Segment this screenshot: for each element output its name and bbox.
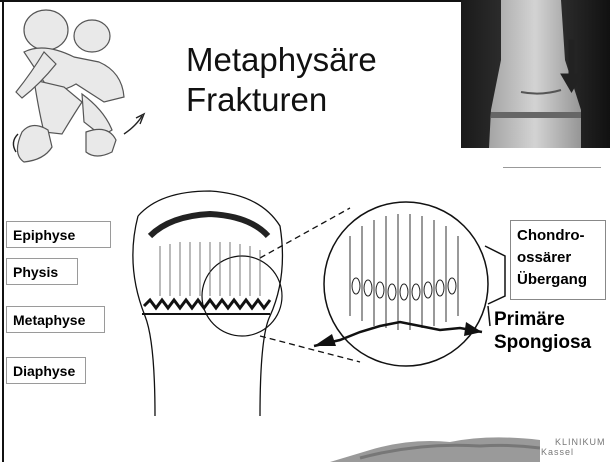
label-diaphyse: Diaphyse: [6, 357, 86, 384]
spong-line-2: Spongiosa: [494, 331, 591, 354]
logo-line-1: KLINIKUM: [541, 437, 607, 447]
title-line-1: Metaphysäre: [186, 40, 377, 80]
xray-image: [461, 0, 610, 148]
label-metaphyse: Metaphyse: [6, 306, 105, 333]
slide-title: Metaphysäre Frakturen: [186, 40, 377, 120]
label-physis: Physis: [6, 258, 78, 285]
child-illustration: [4, 2, 154, 172]
label-primaere-spongiosa: Primäre Spongiosa: [492, 306, 593, 356]
spong-line-1: Primäre: [494, 308, 591, 331]
footer-brush-decoration: [330, 420, 540, 462]
label-epiphyse: Epiphyse: [6, 221, 111, 248]
klinikum-kassel-logo: KLINIKUM Kassel: [541, 437, 607, 461]
chondro-line-1: Chondro-: [517, 225, 599, 247]
chondro-line-3: Übergang: [517, 269, 599, 291]
chondro-line-2: ossärer: [517, 247, 599, 269]
bone-diagram: [110, 176, 520, 416]
label-chondro-ossaerer-uebergang: Chondro- ossärer Übergang: [510, 220, 606, 300]
title-line-2: Frakturen: [186, 80, 377, 120]
logo-line-2: Kassel: [541, 447, 607, 457]
